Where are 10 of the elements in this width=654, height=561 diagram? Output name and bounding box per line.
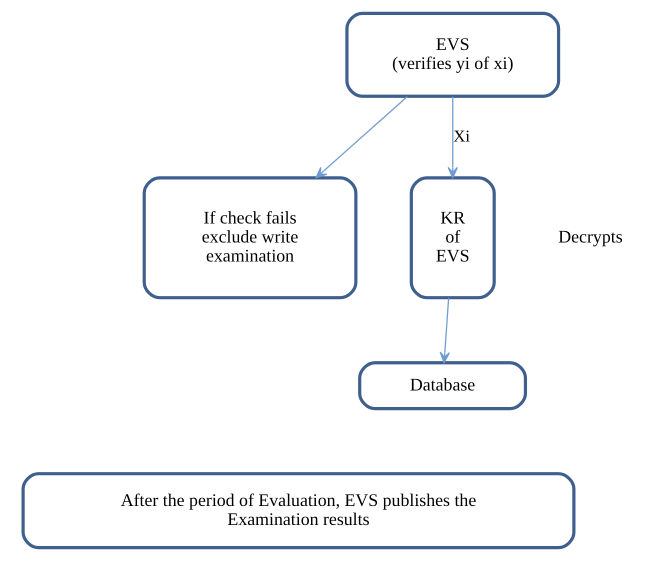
node-box: EVS (verifies yi of xi) bbox=[344, 12, 560, 98]
node-box: Database bbox=[358, 361, 527, 410]
label: Decrypts bbox=[558, 226, 622, 247]
node-box: If check fails exclude write examination bbox=[142, 176, 357, 300]
node-box: After the period of Evaluation, EVS publishes the Examination results bbox=[21, 472, 575, 550]
arrow bbox=[439, 298, 450, 364]
node-box: KR of EVS bbox=[409, 176, 496, 300]
arrow bbox=[315, 96, 408, 178]
arrow bbox=[447, 96, 458, 178]
edge-label: Xi bbox=[452, 126, 470, 146]
